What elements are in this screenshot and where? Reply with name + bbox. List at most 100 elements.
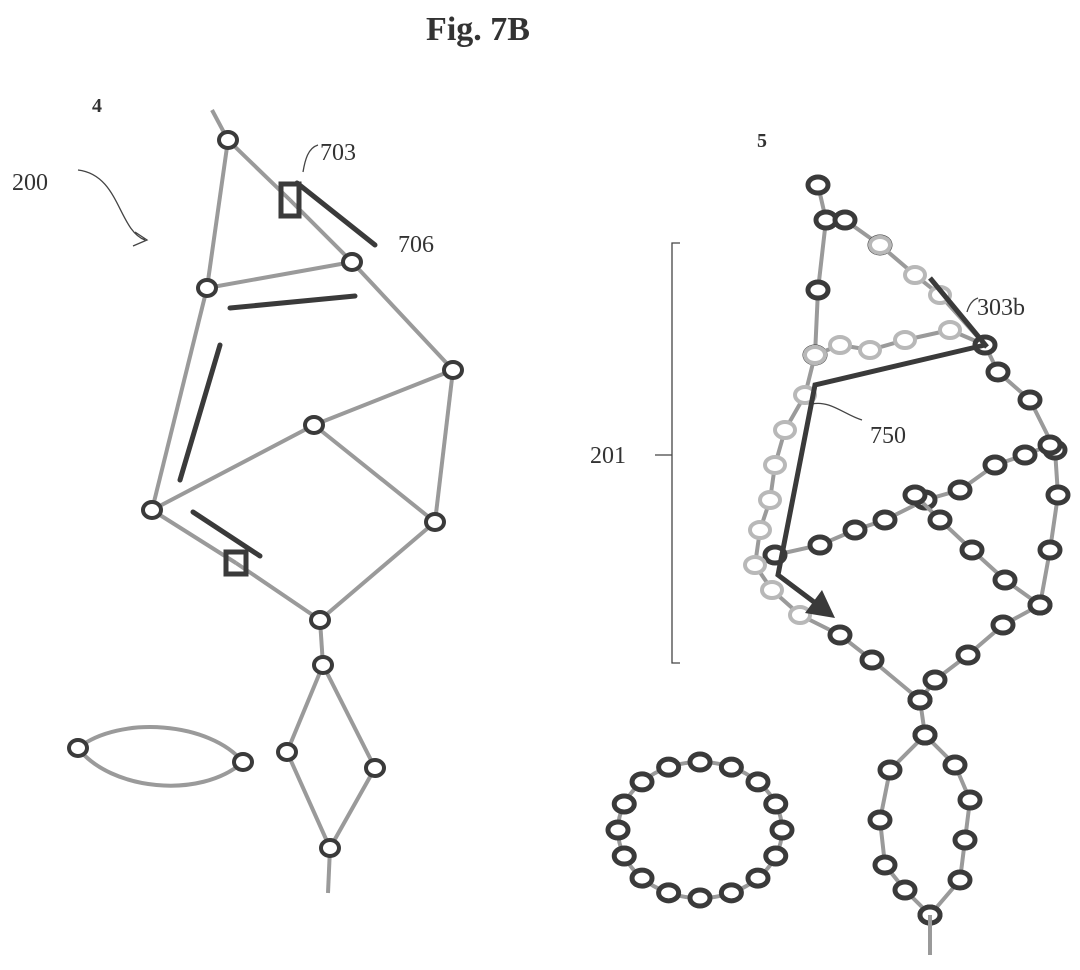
bead-node: [748, 520, 772, 540]
bracket-201: [655, 242, 680, 664]
bead-node: [957, 789, 983, 811]
graph-edge: [234, 561, 322, 622]
ref-label-706: 706: [398, 232, 434, 258]
bead-node: [1012, 444, 1038, 466]
bead-node: [773, 420, 797, 440]
bead-node: [763, 793, 789, 815]
bead-node: [842, 519, 868, 541]
bead-node: [1037, 434, 1063, 456]
bead-node: [903, 265, 927, 285]
graph-edge: [285, 751, 332, 849]
path-750-arrow: [775, 342, 986, 607]
graph-edge: [150, 508, 238, 565]
highlight-segment: [227, 293, 358, 311]
graph-edge: [285, 664, 325, 753]
graph-node: [341, 252, 363, 272]
bead-node: [687, 751, 713, 773]
bead-node: [947, 869, 973, 891]
graph-edge: [350, 260, 455, 372]
bead-node: [611, 793, 637, 815]
bead-node: [805, 279, 831, 301]
bead-node: [985, 361, 1011, 383]
bead-node: [982, 454, 1008, 476]
bead-node: [907, 689, 933, 711]
bead-node: [803, 345, 827, 365]
bead-node: [858, 340, 882, 360]
bead-node: [902, 484, 928, 506]
bead-node: [788, 605, 812, 625]
bead-chain-edge: [813, 184, 829, 356]
ref-200-arrow: [77, 169, 149, 247]
bead-node: [1037, 539, 1063, 561]
panel-label-right: 5: [757, 130, 767, 152]
graph-node: [442, 360, 464, 380]
bead-node: [927, 509, 953, 531]
bead-node: [827, 624, 853, 646]
bead-node: [955, 644, 981, 666]
graph-edge: [313, 368, 454, 427]
ref-750-leader: [811, 402, 863, 421]
bead-node: [828, 335, 852, 355]
bead-node: [872, 854, 898, 876]
bead-node: [629, 867, 655, 889]
highlight-segment: [190, 509, 263, 559]
bead-node: [952, 829, 978, 851]
bead-node: [1045, 484, 1071, 506]
bead-node: [1017, 389, 1043, 411]
bead-node: [758, 490, 782, 510]
graph-node: [232, 752, 254, 772]
graph-node: [141, 500, 163, 520]
bead-node: [687, 887, 713, 909]
bead-node: [938, 320, 962, 340]
bead-node: [877, 759, 903, 781]
node-703-square: [278, 181, 302, 219]
bead-node: [859, 649, 885, 671]
graph-edge: [206, 260, 353, 290]
graph-node: [309, 610, 331, 630]
bead-node: [745, 867, 771, 889]
highlight-segment: [294, 180, 378, 248]
graph-node: [196, 278, 218, 298]
graph-panel-5: [605, 174, 1071, 955]
bead-node: [760, 580, 784, 600]
loop-edge: [76, 725, 246, 788]
graph-edge: [328, 767, 377, 849]
segment-303b: [928, 276, 989, 349]
bead-node: [959, 539, 985, 561]
bead-node: [763, 455, 787, 475]
bead-node: [605, 819, 631, 841]
bead-node: [763, 845, 789, 867]
bead-node: [745, 771, 771, 793]
graph-panel-4: [67, 109, 464, 894]
bead-node: [807, 534, 833, 556]
bead-node: [718, 882, 744, 904]
ref-label-303b: 303b: [977, 295, 1025, 321]
node-square: [223, 549, 249, 577]
graph-node: [312, 655, 334, 675]
graph-node: [276, 742, 298, 762]
graph-edge: [318, 520, 437, 622]
graph-node: [217, 130, 239, 150]
bead-node: [656, 882, 682, 904]
figure-title: Fig. 7B: [426, 11, 530, 48]
ref-label-703: 703: [320, 140, 356, 166]
bead-chain-edge: [752, 354, 841, 637]
bead-node: [990, 614, 1016, 636]
graph-edge: [150, 287, 209, 511]
graph-edge: [433, 369, 455, 523]
arrowhead-icon: [805, 590, 835, 618]
bead-node: [892, 879, 918, 901]
bead-node: [611, 845, 637, 867]
ref-303b-leader: [966, 297, 979, 313]
bead-node: [805, 174, 831, 196]
bead-node: [1027, 594, 1053, 616]
graph-edge: [321, 664, 377, 769]
panel-label-left: 4: [92, 95, 102, 117]
ref-703-leader: [302, 144, 319, 173]
bead-node: [868, 235, 892, 255]
bead-node: [912, 724, 938, 746]
graph-node: [424, 512, 446, 532]
bead-node: [769, 819, 795, 841]
